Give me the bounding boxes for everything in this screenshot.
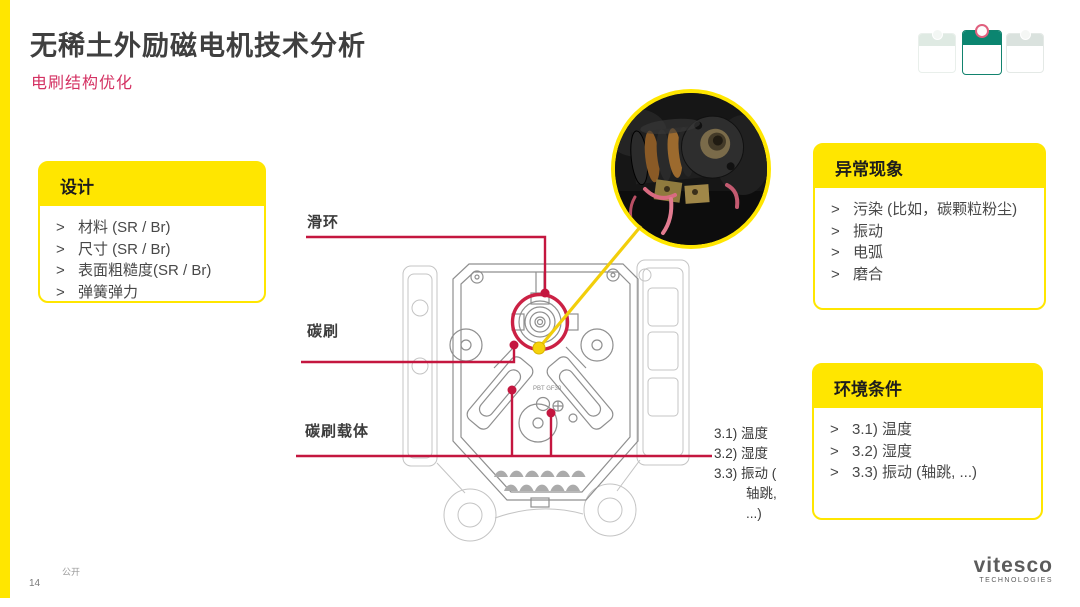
list-item: > 表面粗糙度(SR / Br) xyxy=(56,260,258,282)
list-item: > 材料 (SR / Br) xyxy=(56,217,258,239)
page-number: 14 xyxy=(29,578,41,589)
design-box: 设计 > 材料 (SR / Br) > 尺寸 (SR / Br) > 表面粗糙度… xyxy=(38,161,266,303)
pulleys-and-gears xyxy=(449,328,614,443)
abnormal-box-title: 异常现象 xyxy=(815,145,1044,188)
list-item-text: 尺寸 (SR / Br) xyxy=(78,240,171,258)
annotation-line: ...) xyxy=(746,506,762,521)
vitesco-logo-wordmark: vitesco xyxy=(973,554,1053,577)
page-card-3[interactable] xyxy=(1006,29,1044,73)
list-item-text: 弹簧弹力 xyxy=(78,283,139,301)
page-card-2-pin-icon xyxy=(975,24,989,38)
environment-annotations: 3.1) 温度 3.2) 湿度 3.3) 振动 ( 轴跳, ...) xyxy=(714,424,814,524)
list-item-text: 振动 xyxy=(853,222,884,240)
annotation-line: 轴跳, xyxy=(746,486,777,501)
slip-ring-photo-inset xyxy=(611,89,771,249)
brush-holder-left xyxy=(466,356,534,430)
list-item: > 尺寸 (SR / Br) xyxy=(56,239,258,261)
page-card-2-band xyxy=(963,31,1001,45)
brush-holder-right xyxy=(546,356,614,430)
list-item: > 磨合 xyxy=(831,264,1038,286)
list-item-text: 污染 (比如，碳颗粒粉尘) xyxy=(853,201,1018,218)
list-item-text: 3.3) 振动 (轴跳, ...) xyxy=(852,464,978,481)
vitesco-logo-subtext: TECHNOLOGIES xyxy=(979,577,1053,584)
list-item-text: 3.2) 湿度 xyxy=(852,442,913,460)
page-card-2-active[interactable] xyxy=(962,24,1002,75)
label-brush-carrier: 碳刷载体 xyxy=(305,423,370,440)
page-card-1-pin-icon xyxy=(932,29,943,40)
list-item-text: 磨合 xyxy=(853,265,884,283)
environment-box: 环境条件 > 3.1) 温度 > 3.2) 湿度 > 3.3) 振动 (轴跳, … xyxy=(812,363,1043,520)
list-item: > 弹簧弹力 xyxy=(56,282,258,304)
annotation-line: 3.2) 湿度 xyxy=(714,446,769,461)
page-card-1-band xyxy=(919,34,955,46)
bullet-icon: > xyxy=(56,262,65,279)
list-item: > 3.2) 湿度 xyxy=(830,441,1035,463)
bullet-icon: > xyxy=(831,222,840,240)
list-item: > 振动 xyxy=(831,221,1038,243)
bullet-icon: > xyxy=(56,283,65,301)
bullet-icon: > xyxy=(830,464,839,481)
list-item-text: 材料 (SR / Br) xyxy=(78,219,171,236)
bullet-icon: > xyxy=(831,244,840,261)
bullet-icon: > xyxy=(56,240,65,258)
bullet-icon: > xyxy=(831,201,840,218)
annotation-line: 3.3) 振动 ( xyxy=(714,466,777,481)
page-card-3-pin-icon xyxy=(1020,29,1031,40)
motor-housing-drawing: PBT GF30 xyxy=(402,259,690,542)
slip-ring-photo xyxy=(615,93,767,245)
bullet-icon: > xyxy=(830,442,839,460)
label-slip-ring: 滑环 xyxy=(307,214,340,231)
bullet-icon: > xyxy=(831,265,840,283)
slide-subtitle: 电刷结构优化 xyxy=(31,75,134,92)
drawing-material-text: PBT GF30 xyxy=(533,386,562,392)
yellow-accent-bar xyxy=(0,0,10,598)
slip-ring-group xyxy=(511,272,579,344)
page-card-3-band xyxy=(1007,34,1043,46)
page-indicator xyxy=(918,24,1046,76)
list-item: > 污染 (比如，碳颗粒粉尘) xyxy=(831,199,1038,221)
list-item: > 电弧 xyxy=(831,242,1038,264)
bullet-icon: > xyxy=(830,421,839,438)
label-brush: 碳刷 xyxy=(307,323,340,340)
list-item-text: 表面粗糙度(SR / Br) xyxy=(78,262,212,279)
list-item-text: 电弧 xyxy=(853,244,884,261)
list-item: > 3.1) 温度 xyxy=(830,419,1035,441)
environment-box-title: 环境条件 xyxy=(814,365,1041,408)
vitesco-logo: vitesco TECHNOLOGIES xyxy=(935,554,1053,584)
red-highlight-ring xyxy=(510,292,570,352)
list-item-text: 3.1) 温度 xyxy=(852,421,913,438)
wave-pattern xyxy=(494,470,586,491)
list-item: > 3.3) 振动 (轴跳, ...) xyxy=(830,462,1035,484)
annotation-line: 3.1) 温度 xyxy=(714,426,769,441)
bullet-icon: > xyxy=(56,219,65,236)
slide-title: 无稀土外励磁电机技术分析 xyxy=(30,31,366,61)
design-box-title: 设计 xyxy=(40,163,264,206)
abnormal-box: 异常现象 > 污染 (比如，碳颗粒粉尘) > 振动 > 电弧 > 磨合 xyxy=(813,143,1046,310)
page-card-1[interactable] xyxy=(918,29,956,73)
classification-label: 公开 xyxy=(62,567,81,577)
